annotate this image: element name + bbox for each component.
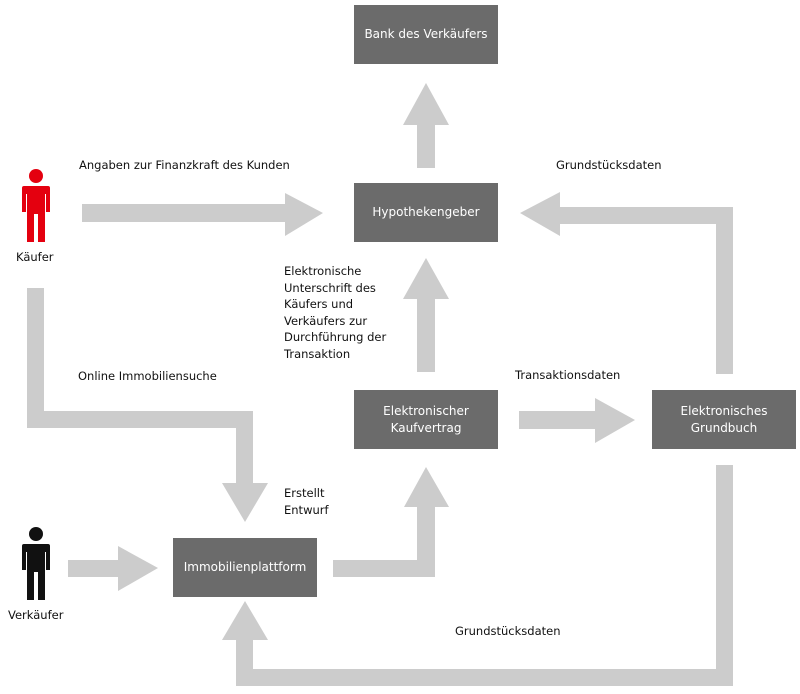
node-label: Hypothekengeber — [372, 205, 480, 219]
edge-label-finanzkraft: Angaben zur Finanzkraft des Kunden — [79, 158, 290, 172]
arrow-verkaeufer-to-plattform — [68, 546, 158, 591]
arrow-grundbuch-to-hypothek — [520, 192, 733, 374]
node-label: Immobilienplattform — [183, 560, 307, 574]
arrow-kaeufer-to-hypothek — [82, 193, 323, 236]
node-hypothekengeber[interactable]: Hypothekengeber — [354, 183, 498, 242]
label-line: Entwurf — [284, 503, 329, 517]
node-label-line-2: Grundbuch — [690, 420, 758, 435]
kaeufer-person-icon — [22, 169, 50, 242]
edge-label-grundstuecksdaten-top: Grundstücksdaten — [556, 158, 662, 172]
arrow-kaufvertrag-to-hypothek — [403, 258, 449, 372]
arrow-kaufvertrag-to-grundbuch — [519, 398, 635, 443]
node-label-line-1: Elektronisches — [680, 403, 768, 418]
node-elektronisches-grundbuch[interactable]: Elektronisches Grundbuch — [652, 390, 796, 449]
node-elektronischer-kaufvertrag[interactable]: Elektronischer Kaufvertrag — [354, 390, 498, 449]
verkaeufer-label: Verkäufer — [8, 608, 64, 622]
label-line: Unterschrift des — [284, 280, 376, 295]
edge-label-transaktionsdaten: Transaktionsdaten — [515, 368, 621, 382]
label-line: Durchführung der — [284, 330, 387, 344]
label-line: Verkäufers zur — [284, 313, 368, 328]
label-line: Transaktion — [284, 346, 351, 361]
arrow-hypothek-to-bank — [403, 83, 449, 168]
arrow-kaeufer-to-plattform — [27, 288, 268, 522]
label-line: Käufers und — [284, 297, 354, 311]
label-line: Erstellt — [284, 486, 325, 500]
node-immobilienplattform[interactable]: Immobilienplattform — [173, 538, 317, 597]
node-bank-des-verkaeufers[interactable]: Bank des Verkäufers — [354, 5, 498, 64]
edge-label-immobiliensuche: Online Immobiliensuche — [78, 369, 217, 383]
verkaeufer-person-icon — [22, 527, 50, 600]
node-label-line-1: Elektronischer — [383, 403, 469, 418]
edge-label-entwurf: Erstellt Entwurf — [284, 485, 354, 519]
node-label: Bank des Verkäufers — [364, 27, 488, 41]
node-label-line-2: Kaufvertrag — [390, 420, 462, 435]
arrow-plattform-to-kaufvertrag — [333, 467, 449, 577]
edge-label-unterschrift: Elektronische Unterschrift des Käufers u… — [284, 263, 404, 362]
edge-label-grundstuecksdaten-bottom: Grundstücksdaten — [455, 624, 561, 638]
label-line: Elektronische — [284, 264, 362, 278]
kaeufer-label: Käufer — [16, 250, 54, 264]
